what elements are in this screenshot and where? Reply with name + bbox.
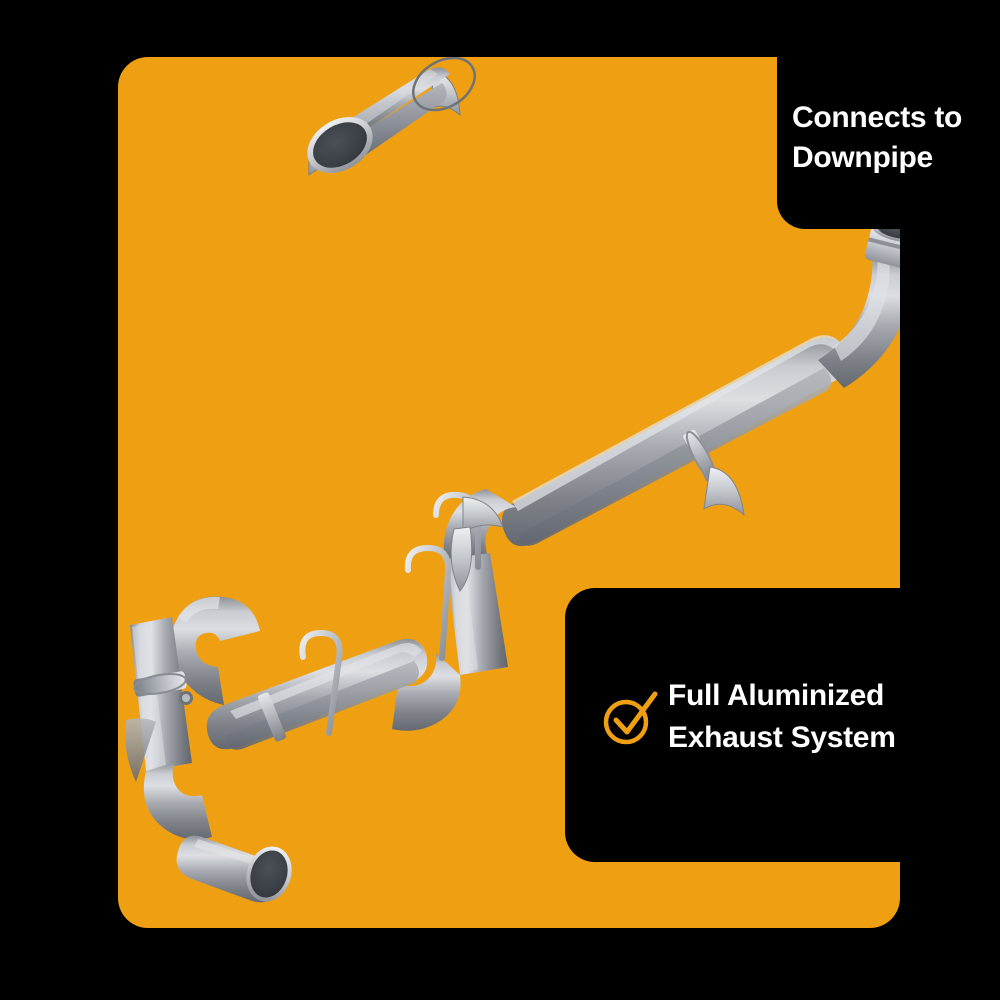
callout-top-headline: Connects to Downpipe <box>792 98 1000 178</box>
s-bend-riser-section <box>392 489 516 731</box>
loose-pipe-segment <box>307 57 476 177</box>
check-circle-icon <box>598 687 660 749</box>
hanger-bracket-center <box>450 496 504 592</box>
callout-bottom-headline: Full Aluminized Exhaust System <box>668 675 988 759</box>
tailpipe-bend-section <box>125 596 292 903</box>
callout-full-aluminized-exhaust-system: Full Aluminized Exhaust System <box>565 588 1000 862</box>
product-photo-panel <box>118 57 900 928</box>
exhaust-tip-outlet <box>246 846 292 902</box>
hanger-rod-center <box>404 545 452 661</box>
band-clamp-upper <box>683 429 745 517</box>
callout-connects-to-downpipe: Connects to Downpipe <box>777 0 1000 229</box>
callout-bottom-line-1: Full Aluminized <box>668 679 885 712</box>
callout-top-line-2: Downpipe <box>792 141 933 174</box>
callout-top-line-1: Connects to <box>792 101 963 134</box>
hanger-rod-mid <box>299 630 343 736</box>
mid-pipe-section <box>206 638 428 750</box>
downpipe-connector-section <box>502 221 900 547</box>
band-clamp-mid <box>257 692 287 742</box>
callout-bottom-line-2: Exhaust System <box>668 721 896 754</box>
exhaust-system-product-image <box>118 57 900 928</box>
exhaust-system-illustration <box>125 57 900 903</box>
